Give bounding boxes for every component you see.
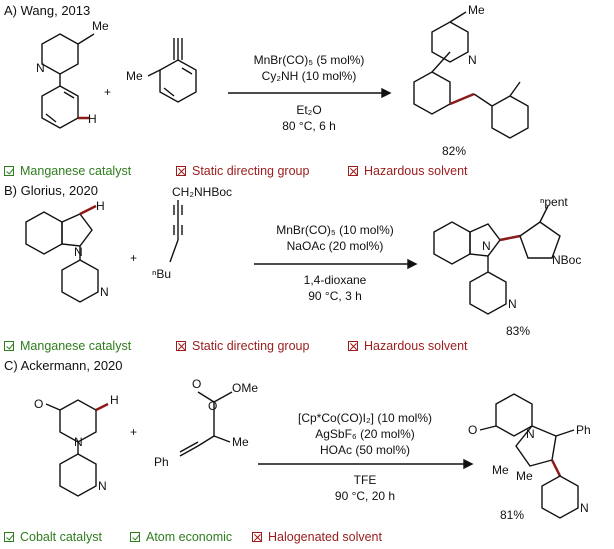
section-title-b: B) Glorius, 2020 (4, 183, 98, 198)
c-conditions-below: TFE 90 °C, 20 h (258, 472, 472, 504)
b-prod-n-label: N (482, 239, 491, 253)
section-title-a: A) Wang, 2013 (4, 3, 91, 18)
section-title-c: C) Ackermann, 2020 (4, 358, 123, 373)
b-cond-line-4: 90 °C, 3 h (308, 289, 362, 303)
cross-icon (176, 341, 186, 351)
b-tag-2: Static directing group (176, 339, 309, 353)
a-conditions-above: MnBr(CO)₅ (5 mol%) Cy₂NH (10 mol%) (228, 52, 390, 84)
check-icon (4, 166, 14, 176)
b-cond-line-1: MnBr(CO)₅ (10 mol%) (276, 223, 394, 237)
c-o2-label: O (192, 377, 201, 391)
a-plus-sign: + (104, 85, 111, 99)
b-prod-indole-benzo-ring (433, 221, 471, 265)
a-cond-line-1: MnBr(CO)₅ (5 mol%) (253, 53, 365, 67)
b-indole-pyrrole-ring (61, 213, 93, 247)
b-indole-benzo-ring (25, 211, 63, 255)
c-prod-me1-label: Me (492, 463, 509, 477)
c-prod-pyrrolidine-ring (515, 425, 557, 467)
c-cond-line-3: HOAc (50 mol%) (319, 443, 411, 457)
b-ch2nhboc-label: CH₂NHBoc (172, 185, 232, 199)
b-nbu-label: ⁿBu (152, 267, 171, 281)
c-pyr-n-label: N (98, 479, 107, 493)
c-ome-label: OMe (232, 381, 258, 395)
b-tag-1: Manganese catalyst (4, 339, 131, 353)
a-tag-2: Static directing group (176, 164, 309, 178)
c-prod-pyr-n-label: N (580, 501, 589, 515)
b-indole-n-label: N (74, 245, 83, 259)
a-tag-1: Manganese catalyst (4, 164, 131, 178)
b-pyr-n-label: N (100, 285, 109, 299)
a-alkyne-phenyl-ring (159, 59, 197, 103)
b-prod-indole-pyrrole-ring (469, 223, 501, 257)
a-yield: 82% (442, 144, 467, 158)
b-cond-line-2: NaOAc (20 mol%) (286, 239, 384, 253)
a-sm-pyridine-ring (41, 33, 79, 75)
a-h-label: H (88, 112, 97, 126)
a-n-label: N (36, 61, 45, 75)
c-pyridyl-ring (59, 453, 97, 497)
c-ph-label: Ph (154, 455, 169, 469)
b-prod-pyrrole-ring (519, 221, 561, 259)
c-cond-line-5: 90 °C, 20 h (334, 489, 396, 503)
a-tag-3: Hazardous solvent (348, 164, 468, 178)
c-o1-label: O (208, 399, 217, 413)
c-cond-line-2: AgSbF₆ (20 mol%) (315, 427, 415, 441)
b-prod-pyr-n-label: N (508, 297, 517, 311)
b-conditions-above: MnBr(CO)₅ (10 mol%) NaOAc (20 mol%) (254, 222, 416, 254)
a-me-label: Me (92, 19, 109, 33)
b-cond-line-3: 1,4-dioxane (303, 273, 367, 287)
a-prod-n-label: N (468, 53, 477, 67)
a-cond-line-4: 80 °C, 6 h (282, 119, 336, 133)
b-tag-3: Hazardous solvent (348, 339, 468, 353)
c-prod-me2-label: Me (516, 469, 533, 483)
a-conditions-below: Et₂O 80 °C, 6 h (228, 102, 390, 134)
c-conditions-above: [Cp*Co(CO)I₂] (10 mol%) AgSbF₆ (20 mol%)… (258, 410, 472, 458)
c-prod-n-label: N (526, 427, 535, 441)
check-icon (4, 341, 14, 351)
cross-icon (176, 166, 186, 176)
a-me-alkyne-label: Me (126, 69, 143, 83)
c-plus-sign: + (130, 425, 137, 439)
c-yield: 81% (500, 508, 525, 522)
a-prod-phenyl-ring (413, 71, 451, 115)
c-tag-2: Atom economic (130, 530, 232, 544)
a-prod-pyridine-ring (431, 21, 469, 63)
c-tag-3: Halogenated solvent (252, 530, 382, 544)
a-cond-line-2: Cy₂NH (10 mol%) (261, 69, 357, 83)
c-h-label: H (110, 393, 119, 407)
check-icon (4, 532, 14, 542)
a-sm-phenyl-ring (41, 85, 79, 129)
c-prod-pyridyl-ring (541, 475, 579, 519)
b-pyridyl-ring (61, 259, 99, 303)
c-tag-1: Cobalt catalyst (4, 530, 102, 544)
cross-icon (348, 341, 358, 351)
c-prod-o-label: O (468, 423, 477, 437)
c-o-label: O (34, 397, 43, 411)
a-prod-me-label: Me (468, 3, 485, 17)
cross-icon (348, 166, 358, 176)
a-cond-line-3: Et₂O (296, 103, 322, 117)
cross-icon (252, 532, 262, 542)
c-n-label: N (74, 435, 83, 449)
b-h-label: H (96, 199, 105, 213)
c-prod-ph-label: Ph (576, 423, 591, 437)
b-plus-sign: + (130, 251, 137, 265)
c-pyridone-ring (59, 399, 97, 443)
b-prod-pyridyl-ring (469, 271, 507, 315)
b-npent-label: ⁿpent (540, 195, 568, 209)
c-cond-line-4: TFE (353, 473, 377, 487)
b-yield: 83% (506, 324, 531, 338)
check-icon (130, 532, 140, 542)
b-nboc-label: NBoc (552, 253, 581, 267)
a-prod-tolyl-ring (491, 95, 529, 139)
c-me-label: Me (232, 435, 249, 449)
b-conditions-below: 1,4-dioxane 90 °C, 3 h (254, 272, 416, 304)
c-cond-line-1: [Cp*Co(CO)I₂] (10 mol%) (297, 411, 432, 425)
